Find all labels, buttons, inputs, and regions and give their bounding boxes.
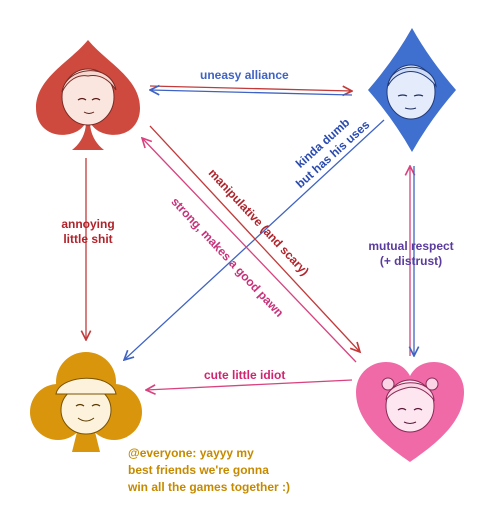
arrow-spade-to-heart	[149, 125, 360, 352]
label-mutual-line1: mutual respect	[368, 239, 454, 253]
label-annoying-line1: annoying	[61, 217, 115, 231]
arrow-heart-to-spade	[142, 138, 357, 363]
arrow-spade-to-diamond	[149, 85, 352, 91]
label-everyone: @everyone: yayyy my best friends we're g…	[128, 445, 328, 496]
label-mutual-line2: (+ distrust)	[379, 254, 443, 268]
spade-character	[36, 40, 140, 150]
label-everyone-line2: best friends we're gonna	[128, 463, 269, 477]
label-everyone-line1: @everyone: yayyy my	[128, 446, 254, 460]
label-mutual-respect: mutual respect (+ distrust)	[356, 239, 466, 269]
label-cute-little-idiot: cute little idiot	[204, 368, 286, 382]
heart-character	[356, 362, 464, 462]
arrow-diamond-to-club	[124, 119, 385, 360]
club-character	[30, 352, 142, 452]
label-uneasy-alliance: uneasy alliance	[200, 68, 289, 82]
arrow-heart-to-club	[146, 379, 353, 390]
arrow-diamond-to-spade	[150, 90, 353, 96]
label-annoying-line2: little shit	[63, 232, 113, 246]
diamond-character	[368, 28, 456, 152]
label-everyone-line3: win all the games together :)	[128, 480, 291, 494]
label-annoying: annoying little shit	[52, 217, 124, 247]
